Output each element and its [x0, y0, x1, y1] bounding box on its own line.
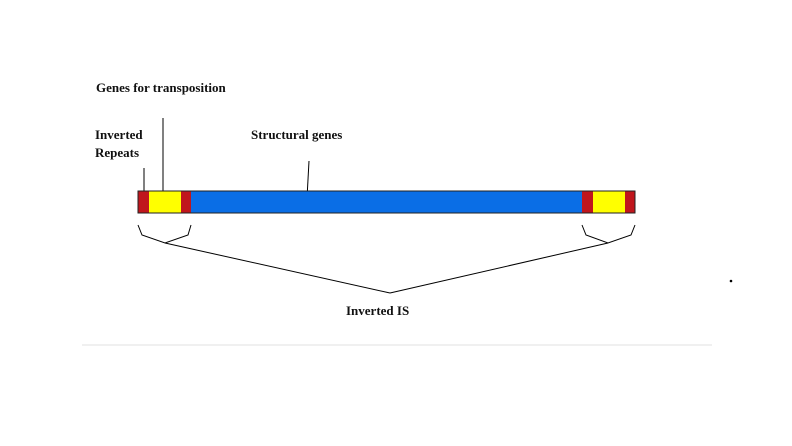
right-inverted-repeat-outer	[625, 191, 635, 213]
label-inverted-repeats-line2: Repeats	[95, 145, 140, 160]
label-genes-for-transposition: Genes for transposition	[96, 80, 226, 95]
left-inverted-repeat-outer	[138, 191, 149, 213]
stray-dot	[729, 279, 733, 283]
bar-outline	[137, 190, 636, 214]
label-inverted-repeats-line1: Inverted	[95, 127, 143, 142]
right-is-bracket	[581, 224, 636, 244]
right-transposition-gene-segment	[593, 191, 625, 213]
left-converge-line	[164, 242, 391, 294]
left-transposition-gene-segment	[149, 191, 181, 213]
label-inverted-is: Inverted IS	[346, 303, 410, 318]
right-inverted-repeat-inner	[582, 191, 593, 213]
left-inverted-repeat-inner	[181, 191, 191, 213]
right-converge-line	[389, 242, 609, 294]
left-is-bracket	[137, 224, 192, 244]
label-structural-genes: Structural genes	[251, 127, 343, 142]
transposon-bar	[137, 190, 636, 214]
structural-genes-segment	[191, 191, 582, 213]
